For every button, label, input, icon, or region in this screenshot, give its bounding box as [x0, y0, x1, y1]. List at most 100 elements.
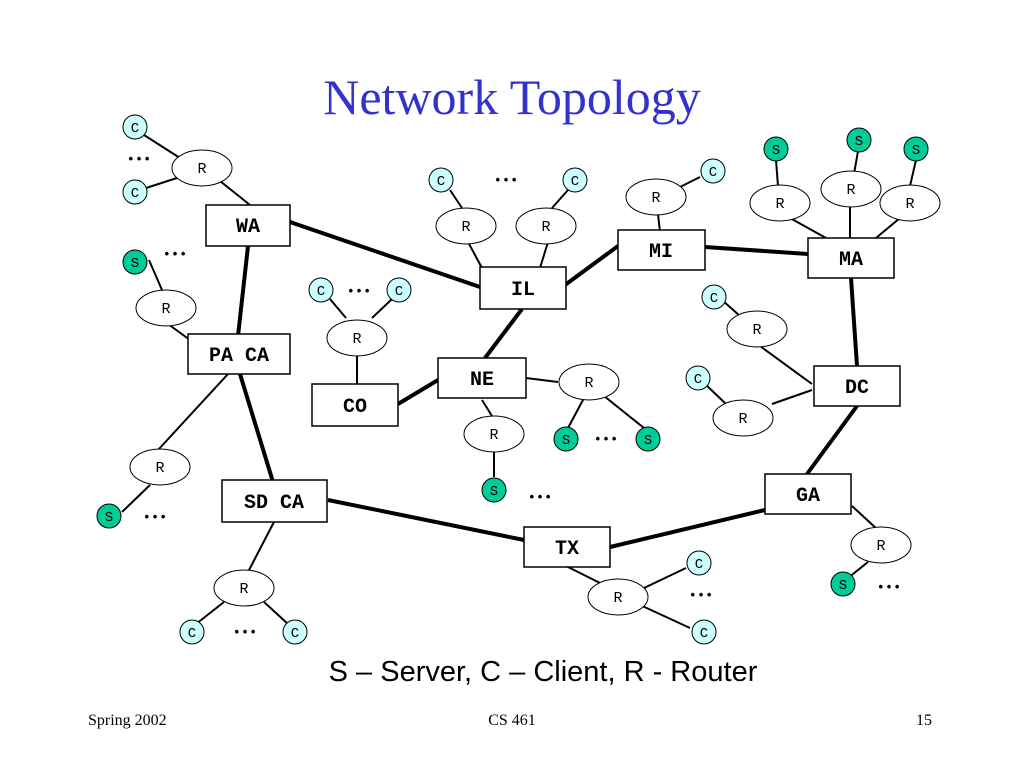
client-dc-upper: C	[701, 284, 727, 310]
server-label: S	[855, 134, 863, 150]
server-ma-left: S	[763, 136, 789, 162]
client-wa-top: C	[122, 114, 148, 140]
router-sdca: R	[213, 569, 275, 607]
link-il-ne	[483, 307, 524, 360]
server-label: S	[490, 484, 498, 500]
server-ne-down: S	[481, 477, 507, 503]
server-paca: S	[122, 249, 148, 275]
router-label: R	[352, 331, 361, 348]
site-boxes: WA PA CA SD CA IL MI MA NE CO	[187, 204, 901, 568]
router-ne-down: R	[463, 415, 525, 453]
router-ma-mid: R	[820, 170, 882, 208]
client-label: C	[437, 174, 445, 190]
slide-title: Network Topology	[323, 69, 701, 125]
server-label: S	[131, 256, 139, 272]
client-sdca-left: C	[179, 619, 205, 645]
server-ga: S	[830, 571, 856, 597]
router-label: R	[155, 460, 164, 477]
client-label: C	[694, 372, 702, 388]
site-ga-label: GA	[796, 485, 820, 508]
router-label: R	[651, 190, 660, 207]
site-ne: NE	[437, 357, 527, 399]
router-dc-lower: R	[712, 399, 774, 437]
router-ne-right: R	[558, 363, 620, 401]
client-label: C	[710, 291, 718, 307]
site-il-label: IL	[511, 279, 535, 302]
router-label: R	[775, 196, 784, 213]
server-label: S	[912, 143, 920, 159]
client-il-left: C	[428, 167, 454, 193]
client-label: C	[695, 557, 703, 573]
site-ma-label: MA	[839, 249, 863, 272]
link-ma-dc	[849, 277, 859, 367]
router-il-right: R	[515, 207, 577, 245]
router-co: R	[326, 319, 388, 357]
ellipsis-tx: • • •	[691, 587, 712, 602]
site-dc: DC	[813, 365, 901, 407]
site-ne-label: NE	[470, 369, 494, 392]
server-ne-left: S	[553, 426, 579, 452]
ellipsis-ne-down: • • •	[530, 489, 551, 504]
site-mi-label: MI	[649, 241, 673, 264]
server-paca-lower: S	[96, 503, 122, 529]
router-wa: R	[171, 149, 233, 187]
site-dc-label: DC	[845, 377, 869, 400]
client-label: C	[131, 186, 139, 202]
site-pa-ca-label: PA CA	[209, 345, 269, 368]
router-label: R	[738, 411, 747, 428]
footer-course: CS 461	[488, 712, 536, 729]
ellipsis-co: • • •	[349, 283, 370, 298]
ellipsis-paca: • • •	[165, 246, 186, 261]
router-label: R	[489, 427, 498, 444]
router-label: R	[461, 219, 470, 236]
link-ne-co	[396, 378, 440, 406]
routers: R R R R R R R R R R R R R R R R R	[129, 149, 941, 616]
router-label: R	[541, 219, 550, 236]
client-tx-upper: C	[686, 550, 712, 576]
router-label: R	[197, 161, 206, 178]
site-sd-ca-label: SD CA	[244, 492, 304, 515]
site-sd-ca: SD CA	[221, 479, 328, 523]
client-label: C	[317, 284, 325, 300]
link-dc-ga	[805, 404, 859, 476]
client-mi: C	[700, 158, 726, 184]
client-co-left: C	[308, 277, 334, 303]
router-label: R	[876, 538, 885, 555]
client-label: C	[131, 121, 139, 137]
link-paca-sdca	[238, 373, 275, 483]
clients: C C C C C C C C C C C C C	[122, 114, 727, 645]
link-sdca-tx	[327, 498, 525, 542]
client-sdca-right: C	[282, 619, 308, 645]
router-label: R	[613, 590, 622, 607]
router-label: R	[905, 196, 914, 213]
client-label: C	[571, 174, 579, 190]
link-wa-il	[289, 220, 481, 289]
client-label: C	[395, 284, 403, 300]
site-co: CO	[311, 383, 399, 427]
server-label: S	[772, 143, 780, 159]
router-tx: R	[587, 578, 649, 616]
server-ma-right: S	[903, 136, 929, 162]
client-label: C	[709, 165, 717, 181]
server-label: S	[105, 510, 113, 526]
site-ga: GA	[764, 473, 852, 515]
ellipsis-sdca: • • •	[235, 624, 256, 639]
legend: S – Server, C – Client, R - Router	[328, 656, 758, 688]
backbone-links	[236, 220, 859, 549]
site-wa: WA	[205, 204, 291, 247]
servers: S S S S S S S S S	[96, 127, 929, 597]
client-co-right: C	[386, 277, 412, 303]
router-ga: R	[850, 526, 912, 564]
server-label: S	[644, 433, 652, 449]
router-il-left: R	[435, 207, 497, 245]
access-links	[121, 134, 917, 629]
client-il-right: C	[562, 167, 588, 193]
router-label: R	[161, 301, 170, 318]
router-ma-right: R	[879, 184, 941, 222]
site-co-label: CO	[343, 396, 367, 419]
router-mi: R	[625, 178, 687, 216]
router-label: R	[239, 581, 248, 598]
site-il: IL	[479, 266, 567, 310]
client-dc-lower: C	[685, 365, 711, 391]
